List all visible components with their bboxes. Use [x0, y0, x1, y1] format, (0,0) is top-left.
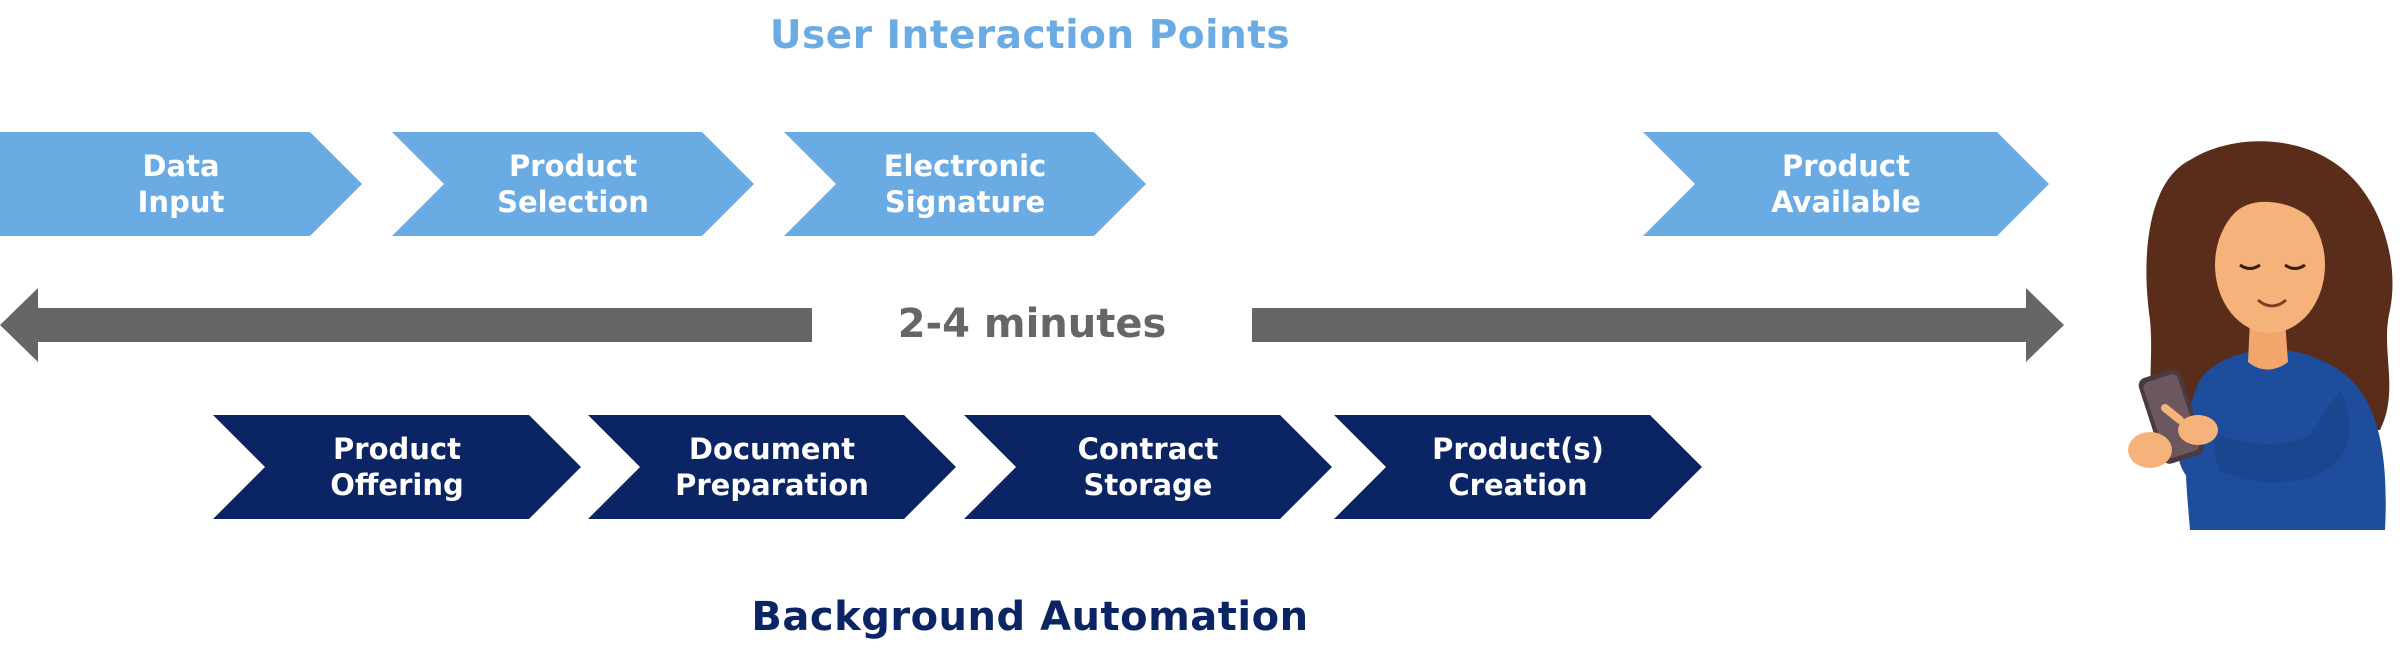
step-label: Document Preparation [675, 432, 869, 502]
user-interaction-title: User Interaction Points [769, 13, 1291, 58]
step-label: Product Offering [330, 432, 464, 502]
step-product-available: Product Available [1643, 132, 2049, 236]
step-data-input: Data Input [0, 132, 362, 236]
step-products-creation: Product(s) Creation [1334, 415, 1702, 519]
background-automation-title: Background Automation [751, 594, 1309, 640]
step-label: Product Selection [497, 149, 649, 219]
timeline-arrow-right [1252, 288, 2064, 362]
step-label: Data Input [137, 149, 225, 219]
step-document-preparation: Document Preparation [588, 415, 956, 519]
step-label: Product(s) Creation [1432, 432, 1604, 502]
step-electronic-signature: Electronic Signature [784, 132, 1146, 236]
step-contract-storage: Contract Storage [964, 415, 1332, 519]
step-label: Product Available [1771, 149, 1921, 219]
woman-using-smartphone-icon [2128, 141, 2393, 530]
step-label: Contract Storage [1077, 432, 1219, 502]
step-product-offering: Product Offering [213, 415, 581, 519]
timeline-arrow-left [0, 288, 812, 362]
step-product-selection: Product Selection [392, 132, 754, 236]
step-label: Electronic Signature [883, 149, 1047, 219]
timeline-arrow [0, 288, 2064, 362]
duration-label: 2-4 minutes [897, 301, 1167, 347]
